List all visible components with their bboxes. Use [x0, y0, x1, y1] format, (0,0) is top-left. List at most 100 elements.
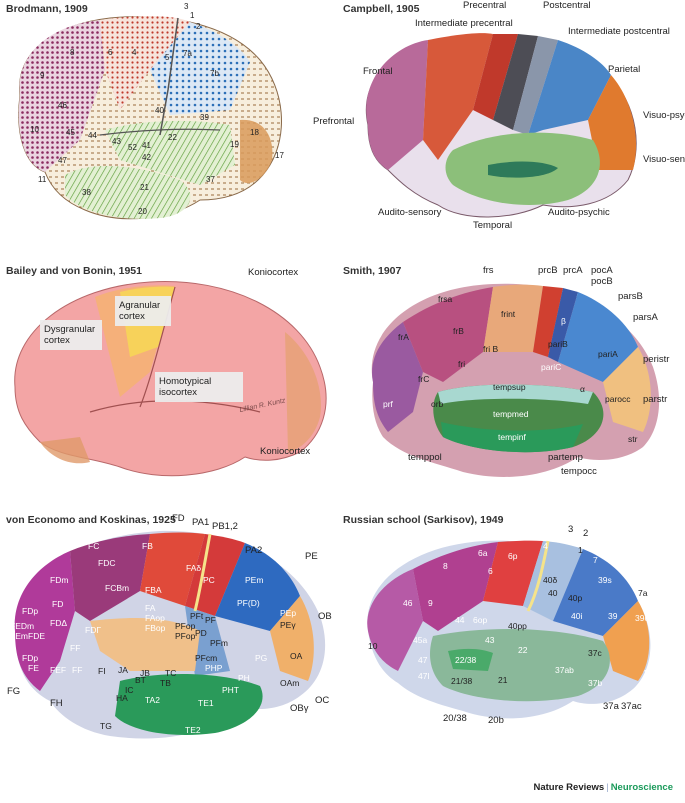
russian-brain: 3 2 6a 6p 4 1 8 7 6 40δ 39s 46 9 40 40p …	[367, 524, 653, 726]
label-40i: 40i	[571, 611, 582, 621]
brodmann-title: Brodmann, 1909	[6, 3, 88, 15]
label-visuo-psychic: Visuo-psychic	[643, 110, 685, 121]
area-label: 20	[138, 207, 147, 216]
label-frsa: frsa	[438, 294, 452, 304]
journal-section: Neuroscience	[610, 782, 673, 793]
label-FEm: FEm	[10, 631, 28, 641]
label-37c: 37c	[588, 648, 602, 658]
area-label: 19	[230, 140, 239, 149]
area-label: 8	[70, 48, 75, 57]
label-intermediate-precentral: Intermediate precentral	[415, 18, 513, 29]
area-label: 1	[190, 11, 195, 20]
label-prcB: prcB	[538, 265, 558, 276]
label-22-38: 22/38	[455, 655, 477, 665]
label-47l: 47l	[418, 671, 429, 681]
label-partemp: partemp	[548, 452, 583, 463]
label-frint: frint	[501, 309, 516, 319]
label-FB: FB	[142, 541, 153, 551]
label-PEgamma: PEγ	[280, 620, 296, 630]
campbell-brain: Precentral Postcentral Intermediate prec…	[313, 0, 685, 231]
label-parsA: parsA	[633, 312, 658, 323]
label-TE2: TE2	[185, 725, 201, 735]
economo-title: von Economo and Koskinas, 1925	[6, 514, 176, 526]
label-tempsup: tempsup	[493, 382, 526, 392]
label-PFD: PF(D)	[237, 598, 260, 608]
economo-brain: FD PA1 PB1,2 FC FB FDC FCBm FAδ PA2 PE F…	[7, 513, 332, 739]
russian-labels: 3 2 6a 6p 4 1 8 7 6 40δ 39s 46 9 40 40p …	[368, 524, 653, 726]
label-PFop-1: PFop	[175, 621, 196, 631]
label-46: 46	[403, 598, 413, 608]
label-FDC: FDC	[98, 558, 115, 568]
label-pariC: pariC	[541, 362, 561, 372]
label-20b: 20b	[488, 715, 504, 726]
label-PA1: PA1	[192, 517, 209, 528]
area-label: 3	[184, 2, 189, 11]
label-TC: TC	[165, 668, 176, 678]
label-TG: TG	[100, 721, 112, 731]
label-FC: FC	[88, 541, 99, 551]
label-IC: IC	[125, 685, 134, 695]
smith-brain: frs prcB prcA pocA pocB frsa parsB frint…	[371, 265, 669, 477]
label-FE: FE	[28, 663, 39, 673]
label-pariB: pariB	[548, 339, 568, 349]
label-fri-b: fri B	[483, 344, 498, 354]
label-PFt: PFt	[190, 611, 204, 621]
label-JB: JB	[140, 668, 150, 678]
area-label: 18	[250, 128, 259, 137]
area-label: 9	[40, 71, 45, 80]
label-FDp-1: FDp	[22, 606, 38, 616]
label-precentral: Precentral	[463, 0, 506, 11]
label-FF-1: FF	[70, 643, 80, 653]
label-FD-top: FD	[172, 513, 185, 524]
label-frB: frB	[453, 326, 464, 336]
area-label: 7b	[210, 69, 219, 78]
label-37b: 37b	[588, 678, 602, 688]
bailey-panel: Bailey and von Bonin, 1951 Koniocortex A…	[0, 262, 342, 522]
russian-title: Russian school (Sarkisov), 1949	[343, 514, 504, 526]
label-20-38: 20/38	[443, 713, 467, 724]
label-TB: TB	[160, 678, 171, 688]
label-prf: prf	[383, 399, 394, 409]
label-6p: 6p	[508, 551, 518, 561]
label-FAdelta: FAδ	[186, 563, 201, 573]
label-PHP: PHP	[205, 663, 223, 673]
journal-credit: Nature Reviews|Neuroscience	[533, 782, 673, 793]
label-audito-sensory: Audito-sensory	[378, 207, 442, 218]
label-39c: 39c	[635, 613, 649, 623]
brodmann-brain: 3 1 2 8 6 4 5 7a 9 7b 46 40 10 45 44 43 …	[18, 2, 284, 220]
label-frC: frC	[418, 374, 429, 384]
label-FCBm: FCBm	[105, 583, 129, 593]
label-1: 1	[578, 545, 583, 555]
label-FDGamma: FDΓ	[85, 625, 101, 635]
label-OA: OA	[290, 651, 303, 661]
label-koniocortex-bottom: Koniocortex	[260, 446, 310, 457]
label-intermediate-postcentral: Intermediate postcentral	[568, 26, 670, 37]
area-label: 2	[196, 22, 201, 31]
label-prefrontal: Prefrontal	[313, 116, 354, 127]
label-PFop-2: PFop	[175, 631, 196, 641]
label-6: 6	[488, 566, 493, 576]
label-40delta: 40δ	[543, 575, 557, 585]
label-OAm: OAm	[280, 678, 299, 688]
label-PA2: PA2	[245, 545, 262, 556]
label-PD: PD	[195, 628, 207, 638]
bailey-title: Bailey and von Bonin, 1951	[6, 265, 142, 277]
label-pariA: pariA	[598, 349, 618, 359]
area-label: 4	[132, 48, 137, 57]
campbell-title: Campbell, 1905	[343, 3, 420, 15]
label-37ac: 37ac	[621, 701, 642, 712]
label-audito-psychic: Audito-psychic	[548, 207, 610, 218]
label-FD: FD	[52, 599, 63, 609]
label-PFcm: PFcm	[195, 653, 217, 663]
label-TA2: TA2	[145, 695, 160, 705]
brodmann-panel: Brodmann, 1909 3 1 2 8 6 4 5 7a 9 7b	[0, 0, 342, 260]
label-7a: 7a	[638, 588, 648, 598]
label-37a: 37a	[603, 701, 620, 712]
label-JA: JA	[118, 665, 128, 675]
area-label: 38	[82, 188, 91, 197]
label-FBA: FBA	[145, 585, 162, 595]
label-10: 10	[368, 641, 378, 651]
